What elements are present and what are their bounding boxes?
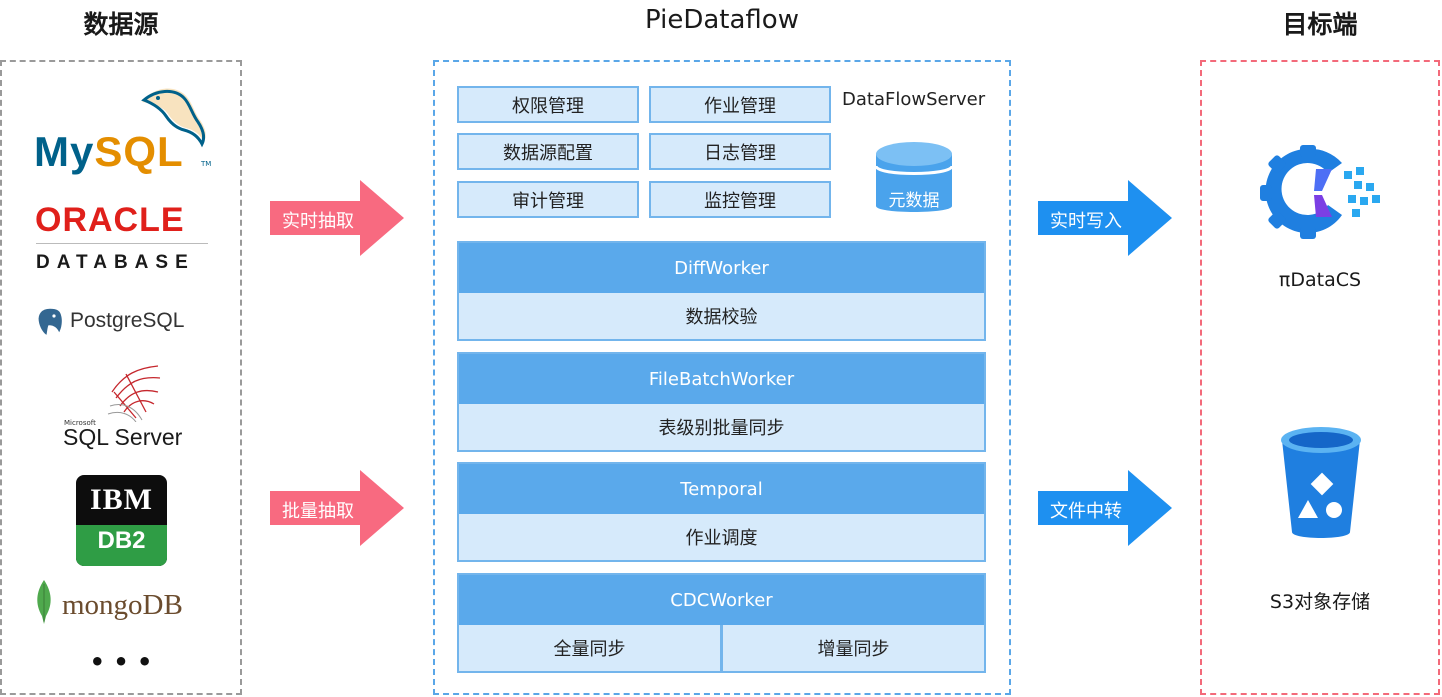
metadata-label: 元数据 [888, 191, 940, 211]
file-transfer-arrow [1038, 470, 1172, 546]
more-sources-ellipsis: • • • [89, 648, 153, 676]
sqlserver-icon [107, 365, 161, 422]
temporal-block: Temporal 作业调度 [457, 462, 986, 562]
leaf-icon [37, 580, 51, 624]
cdcworker-block: CDCWorker 全量同步 增量同步 [457, 573, 986, 673]
filebatchworker-title: FileBatchWorker [459, 354, 984, 404]
datacs-logo-icon [1260, 145, 1380, 239]
temporal-desc: 作业调度 [685, 528, 758, 549]
main-column-title: PieDataflow [645, 5, 799, 35]
dolphin-icon [141, 88, 206, 148]
bucket-icon [1281, 427, 1361, 538]
database-icon [874, 142, 954, 212]
target-zone [1200, 60, 1440, 695]
s3-label: S3对象存储 [1269, 591, 1371, 613]
batch-extract-label: 批量抽取 [282, 501, 354, 522]
realtime-extract-label: 实时抽取 [282, 211, 354, 232]
diffworker-title: DiffWorker [459, 243, 984, 293]
realtime-extract-arrow [270, 180, 404, 256]
diffworker-block: DiffWorker 数据校验 [457, 241, 986, 341]
oracle-logo-text: ORACLE [35, 201, 185, 239]
module-permission: 权限管理 [457, 86, 639, 123]
db2-logo-text: DB2 [97, 527, 146, 554]
server-label: DataFlowServer [842, 89, 986, 110]
main-zone [433, 60, 1011, 695]
batch-extract-arrow [270, 470, 404, 546]
postgres-logo-text: PostgreSQL [70, 309, 185, 332]
cdc-incremental-sync: 增量同步 [720, 625, 984, 671]
module-audit: 审计管理 [457, 181, 639, 218]
cdcworker-title: CDCWorker [459, 575, 984, 625]
elephant-icon [37, 307, 64, 338]
target-column-title: 目标端 [1282, 10, 1358, 39]
diffworker-desc: 数据校验 [685, 307, 758, 328]
file-transfer-label: 文件中转 [1050, 501, 1122, 522]
source-zone [0, 60, 242, 695]
oracle-database-text: DATABASE [36, 252, 195, 273]
mysql-trademark: TM [201, 160, 212, 168]
module-job: 作业管理 [649, 86, 831, 123]
sqlserver-small-text: Microsoft [64, 419, 96, 427]
datacs-label: πDataCS [1278, 269, 1362, 291]
filebatchworker-desc: 表级别批量同步 [658, 418, 785, 439]
module-log: 日志管理 [649, 133, 831, 170]
module-monitor: 监控管理 [649, 181, 831, 218]
sqlserver-logo-text: SQL Server [63, 424, 183, 450]
module-datasource: 数据源配置 [457, 133, 639, 170]
cdc-full-sync: 全量同步 [553, 639, 626, 660]
filebatchworker-block: FileBatchWorker 表级别批量同步 [457, 352, 986, 452]
ibm-logo-text: IBM [90, 483, 153, 516]
source-column-title: 数据源 [83, 10, 159, 39]
temporal-title: Temporal [459, 464, 984, 514]
realtime-write-label: 实时写入 [1050, 211, 1122, 232]
db2-logo: IBM DB2 [76, 475, 167, 566]
mongodb-logo-text: mongoDB [62, 589, 183, 621]
realtime-write-arrow [1038, 180, 1172, 256]
oracle-divider [36, 243, 208, 244]
